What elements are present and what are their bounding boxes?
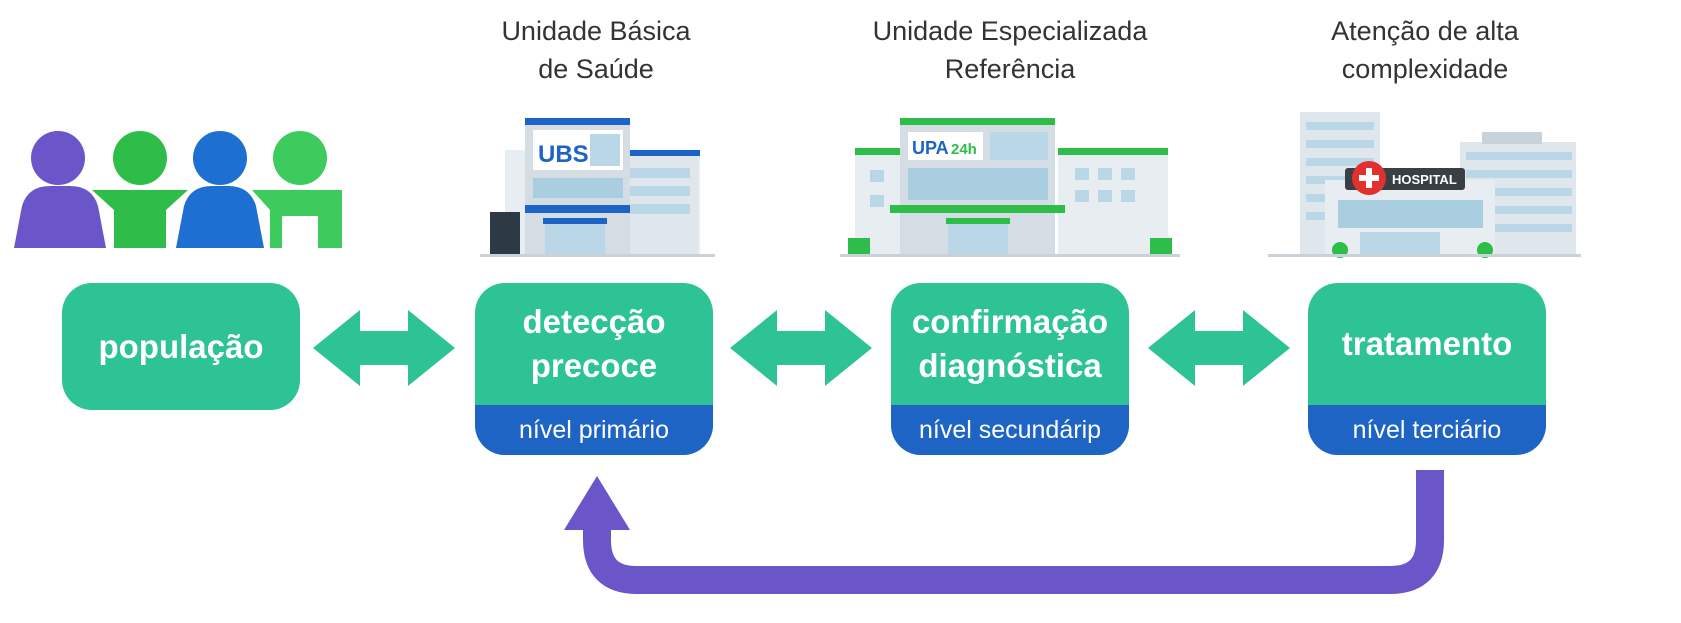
early-detection-line-1: detecção: [522, 303, 666, 340]
secondary-level-badge: nível secundárip: [891, 405, 1129, 455]
population-box-title: população: [62, 283, 300, 410]
population-box: população: [62, 283, 300, 410]
upa-building-icon: UPA 24h: [840, 118, 1180, 257]
diagnostic-confirmation-line-1: confirmação: [911, 303, 1109, 340]
population-label: população: [98, 327, 264, 365]
diagnostic-confirmation-title: confirmação diagnóstica: [891, 283, 1129, 405]
hospital-caption-line-1: Atenção de alta: [1331, 16, 1519, 46]
double-arrow-icon-1: [313, 310, 455, 386]
upa-caption: Unidade Especializada Referência: [873, 12, 1148, 88]
treatment-label: tratamento: [1341, 325, 1513, 362]
primary-level-badge: nível primário: [475, 405, 713, 455]
double-arrow-icon-3: [1148, 310, 1290, 386]
person-figure-2: [92, 131, 188, 248]
early-detection-line-2: precoce: [530, 347, 658, 384]
person-figure-4: [252, 131, 342, 248]
svg-text:UBS: UBS: [538, 141, 589, 168]
svg-text:UPA: UPA: [912, 138, 949, 158]
treatment-title: tratamento: [1308, 283, 1546, 405]
diagnostic-confirmation-box: confirmação diagnóstica nível secundárip: [891, 283, 1129, 455]
svg-text:24h: 24h: [951, 141, 977, 158]
early-detection-box: detecção precoce nível primário: [475, 283, 713, 455]
svg-text:HOSPITAL: HOSPITAL: [1392, 172, 1457, 187]
return-arrow-icon: [564, 470, 1444, 594]
ubs-caption-line-1: Unidade Básica: [501, 16, 691, 46]
person-figure-1: [14, 131, 106, 248]
ubs-building-icon: UBS: [480, 118, 715, 257]
treatment-box: tratamento nível terciário: [1308, 283, 1546, 455]
tertiary-level-badge: nível terciário: [1308, 405, 1546, 455]
people-group-icon: [14, 131, 342, 248]
ubs-caption: Unidade Básica de Saúde: [501, 12, 690, 88]
person-figure-3: [176, 131, 264, 248]
early-detection-title: detecção precoce: [475, 283, 713, 405]
ubs-caption-line-2: de Saúde: [538, 54, 654, 84]
diagnostic-confirmation-line-2: diagnóstica: [918, 347, 1102, 384]
hospital-caption: Atenção de alta complexidade: [1331, 12, 1519, 88]
hospital-caption-line-2: complexidade: [1341, 54, 1509, 84]
upa-caption-line-2: Referência: [944, 54, 1076, 84]
upa-caption-line-1: Unidade Especializada: [872, 16, 1148, 46]
hospital-building-icon: HOSPITAL: [1268, 112, 1581, 258]
double-arrow-icon-2: [730, 310, 872, 386]
